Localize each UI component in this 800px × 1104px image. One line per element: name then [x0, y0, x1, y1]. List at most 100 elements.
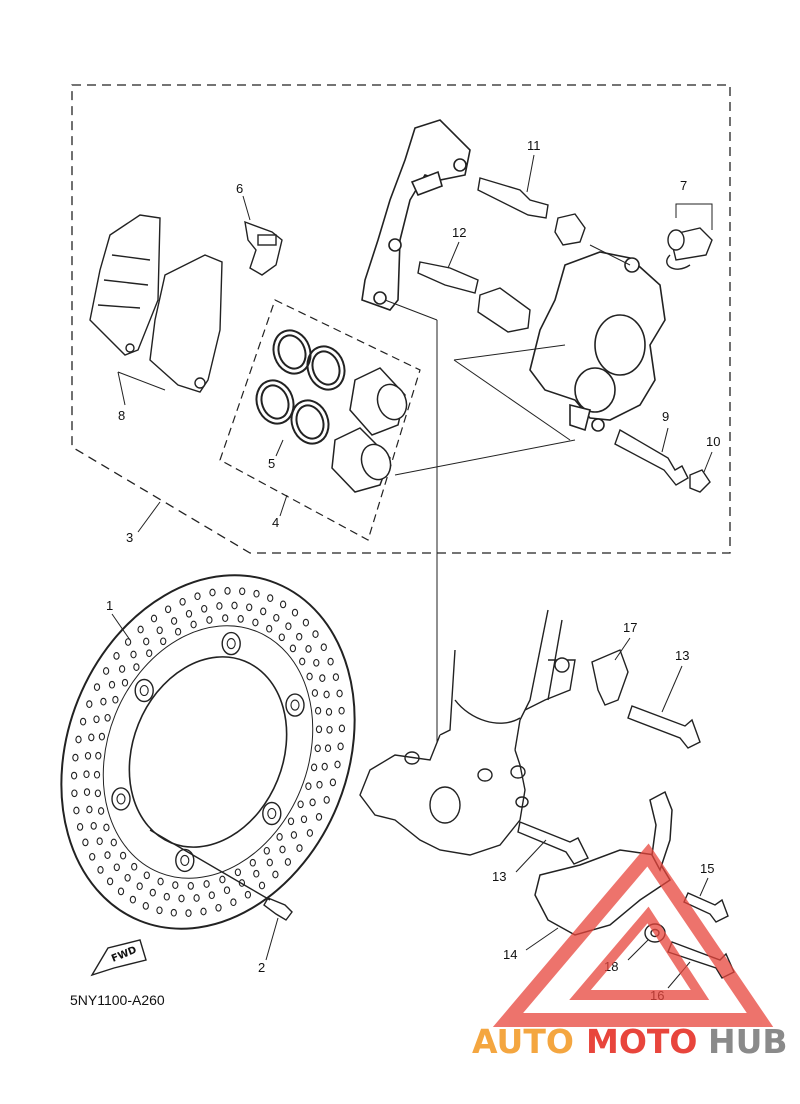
disc-hole [272, 870, 279, 879]
disc-hole [336, 689, 343, 698]
callout-14: 14 [503, 947, 517, 962]
disc-hole [332, 673, 340, 681]
disc-hole [219, 875, 226, 884]
disc-hole [284, 858, 292, 866]
disc-hole [117, 887, 125, 896]
disc-hole [113, 652, 120, 660]
caliper-body [529, 251, 666, 432]
disc-hole [164, 605, 172, 614]
callout-17: 17 [623, 620, 637, 635]
callout-11: 11 [527, 138, 541, 153]
disc-hole [124, 638, 132, 646]
disc-hole [121, 678, 129, 687]
disc-hole [302, 618, 310, 627]
disc-hole [223, 886, 231, 895]
disc-hole [185, 909, 192, 917]
disc-hole [84, 751, 92, 760]
piston-seals [255, 329, 346, 445]
disc-hole [94, 789, 102, 798]
disc-hole [133, 663, 140, 671]
disc-hole [118, 665, 126, 673]
bolt-13-upper [627, 705, 701, 749]
watermark-auto: AUTO [472, 1022, 574, 1061]
disc-hole [263, 846, 270, 855]
disc-hole [90, 822, 97, 830]
callout-12: 12 [452, 225, 466, 240]
disc-hole [249, 858, 256, 867]
disc-hole [234, 868, 242, 877]
disc-hole [110, 838, 117, 847]
disc-hole [190, 620, 197, 629]
disc-hole [142, 902, 149, 910]
disc-hole [93, 715, 100, 724]
disc-hole [296, 844, 303, 852]
disc-hole [156, 626, 163, 635]
disc-hole [314, 706, 322, 715]
disc-hole [327, 657, 334, 666]
disc-hole [279, 600, 287, 609]
disc-hole [104, 713, 111, 722]
disc-hole [291, 608, 299, 617]
disc-hole [300, 815, 308, 824]
caliper-bolt [614, 428, 711, 493]
disc-hole [119, 851, 127, 860]
disc-hole [83, 770, 90, 779]
disc-hole [305, 782, 312, 791]
disc-hole [150, 614, 158, 623]
disc-hole [79, 717, 87, 726]
disc-hole [324, 744, 332, 753]
disc-hole [310, 763, 318, 772]
disc-hole [124, 873, 131, 882]
disc-hole [75, 735, 82, 744]
disc-hole [253, 869, 260, 878]
disc-hole [278, 633, 285, 642]
disc-hole [70, 771, 78, 780]
disc-hole [76, 823, 84, 831]
disc-hole [323, 690, 330, 699]
brake-pads [89, 214, 223, 393]
disc-hole [97, 866, 104, 874]
disc-bolt-holes [111, 631, 305, 873]
disc-hole [323, 796, 330, 804]
disc-hole [312, 630, 319, 638]
disc-hole [237, 615, 244, 623]
disc-hole [299, 657, 306, 666]
disc-hole [130, 650, 137, 659]
disc-bolt-hole-inner [139, 684, 149, 697]
disc-hole [206, 616, 213, 624]
disc-hole [82, 838, 89, 847]
disc-hole [170, 617, 178, 625]
disc-hole [146, 649, 153, 658]
disc-hole [285, 622, 292, 631]
disc-hole [100, 697, 107, 706]
disc-hole [289, 644, 297, 653]
disc-hole [315, 725, 323, 734]
watermark-logo [492, 843, 774, 1027]
disc-hole [103, 823, 110, 832]
disc-hole [266, 858, 273, 867]
callout-2: 2 [258, 960, 265, 975]
disc-hole [170, 908, 177, 917]
disc-hole [106, 877, 114, 886]
callout-13-upper: 13 [675, 648, 689, 663]
disc-bolt-hole-inner [267, 807, 277, 820]
disc-hole [321, 762, 328, 771]
disc-hole [185, 609, 193, 618]
disc-hole [309, 798, 316, 807]
watermark-text: AUTO MOTO HUB [472, 1022, 788, 1061]
disc-hole [73, 806, 80, 815]
brake-disc [60, 574, 356, 930]
disc-hole [86, 805, 93, 814]
disc-hole [113, 863, 120, 872]
disc-hole [108, 680, 116, 689]
watermark-hub: HUB [708, 1022, 788, 1061]
disc-hole [215, 903, 222, 912]
disc-screw [149, 829, 293, 921]
disc-hole [222, 614, 229, 622]
callout-5: 5 [268, 456, 275, 471]
disc-hole [179, 597, 186, 606]
disc-hole [316, 780, 323, 789]
watermark-moto: MOTO [586, 1022, 697, 1061]
disc-hole [136, 882, 143, 891]
disc-hole [174, 627, 182, 636]
